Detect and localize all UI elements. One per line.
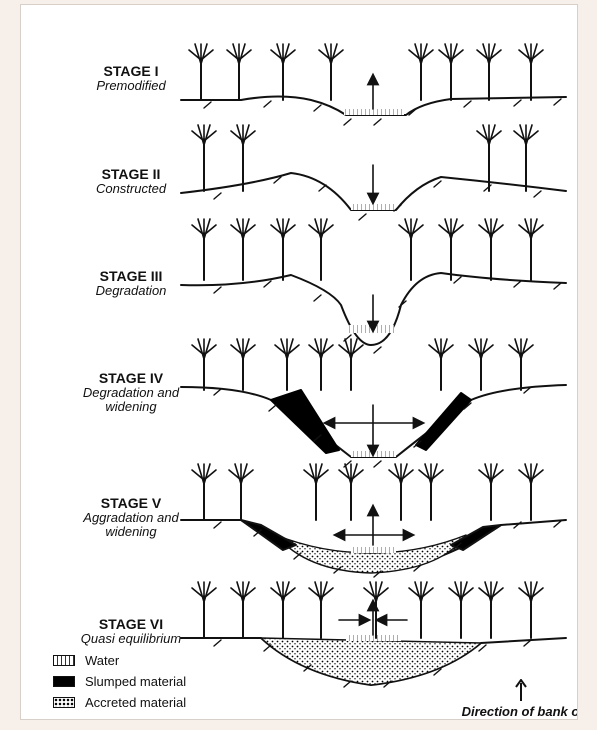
stage-5-water	[351, 547, 396, 553]
ground-tick	[374, 119, 381, 125]
stage-6-water	[346, 635, 401, 641]
diagram-panel: STAGE I Premodified STAGE II Constructed…	[20, 4, 578, 720]
legend-water-label: Water	[85, 653, 119, 668]
ground-tick	[374, 347, 381, 353]
ground-tick	[514, 281, 521, 287]
ground-tick	[374, 461, 381, 467]
stage-5-slump-left	[241, 520, 296, 550]
stage-4-slump-right	[416, 393, 471, 450]
stage-5-accretion	[276, 535, 466, 573]
water-swatch-icon	[53, 655, 75, 666]
ground-tick	[214, 640, 221, 646]
direction-label: Direction of bank or bed movement	[453, 705, 578, 720]
ground-tick	[314, 105, 321, 111]
ground-tick	[454, 277, 461, 283]
legend-accreted-label: Accreted material	[85, 695, 186, 710]
ground-tick	[344, 119, 351, 125]
ground-tick	[314, 295, 321, 301]
ground-tick	[264, 281, 271, 287]
stage-3-water	[349, 325, 394, 333]
slumped-swatch-icon	[53, 676, 75, 687]
legend-accreted: Accreted material	[53, 695, 186, 710]
stage-4-water	[351, 451, 396, 457]
ground-tick	[214, 522, 221, 528]
direction-arrow-icon	[513, 679, 529, 703]
ground-tick	[264, 645, 271, 651]
stage-1-water	[344, 109, 404, 115]
channel-evolution-drawing	[21, 5, 578, 720]
legend-slumped-label: Slumped material	[85, 674, 186, 689]
legend-water: Water	[53, 653, 119, 668]
ground-tick	[214, 287, 221, 293]
ground-tick	[214, 389, 221, 395]
ground-tick	[554, 99, 561, 105]
ground-tick	[479, 645, 486, 651]
ground-tick	[359, 214, 366, 220]
stage-6-accretion	[261, 638, 481, 685]
ground-tick	[554, 283, 561, 289]
legend-slumped: Slumped material	[53, 674, 186, 689]
ground-tick	[514, 100, 521, 106]
ground-tick	[319, 185, 326, 191]
ground-tick	[214, 193, 221, 199]
stage-4-slump-left	[271, 390, 339, 453]
ground-tick	[204, 102, 211, 108]
ground-tick	[269, 405, 276, 411]
ground-tick	[554, 521, 561, 527]
stage-2-water	[351, 204, 396, 210]
ground-tick	[434, 181, 441, 187]
accreted-swatch-icon	[53, 697, 75, 708]
ground-tick	[534, 191, 541, 197]
ground-tick	[464, 101, 471, 107]
ground-tick	[344, 681, 351, 687]
ground-tick	[264, 101, 271, 107]
